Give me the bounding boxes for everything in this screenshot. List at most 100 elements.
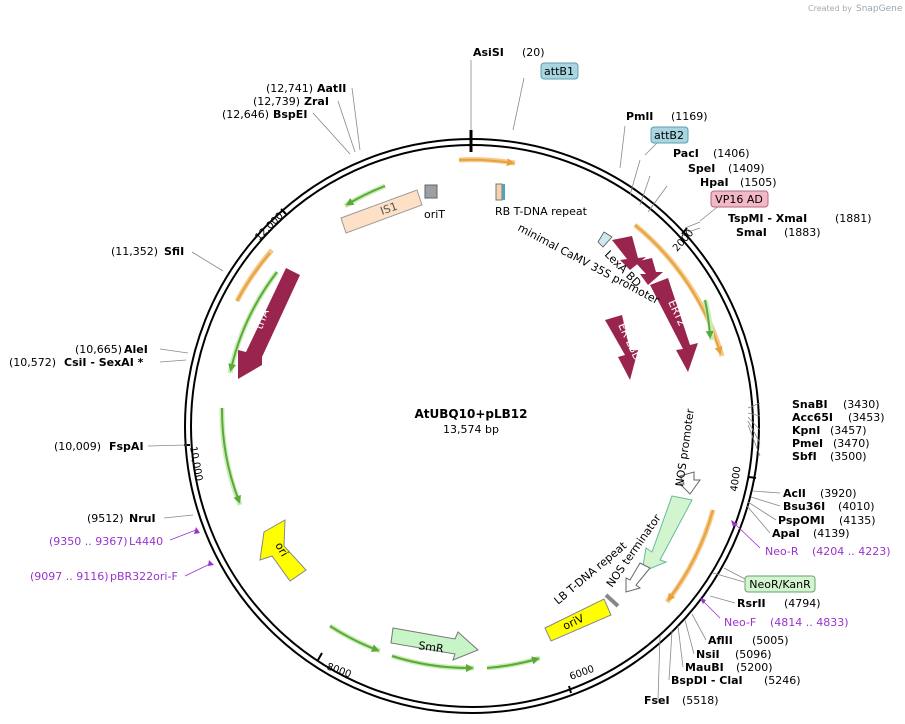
is1-feature <box>340 189 423 234</box>
svg-text:HpaI: HpaI <box>700 176 729 189</box>
primer-neo-r-marker <box>731 520 738 527</box>
primer-leader-lines <box>169 523 761 619</box>
site-kpni: KpnI (3457) <box>792 424 867 437</box>
ori-feature <box>259 519 307 582</box>
site-fsei: FseI (5518) <box>644 694 719 707</box>
site-paci: PacI (1406) <box>673 147 750 160</box>
neor-label: NeoR/KanR <box>749 578 811 591</box>
svg-text:(12,646): (12,646) <box>222 108 269 121</box>
rb-marker <box>495 183 503 201</box>
svg-text:PspOMI: PspOMI <box>778 514 825 527</box>
created-by-label: Created by <box>808 4 852 13</box>
svg-text:(3457): (3457) <box>830 424 867 437</box>
svg-text:(4139): (4139) <box>813 527 850 540</box>
site-rsrii: RsrII (4794) <box>737 597 821 610</box>
svg-text:(12,741): (12,741) <box>266 82 313 95</box>
tick-4000: 4000 <box>729 466 757 492</box>
svg-text:KpnI: KpnI <box>792 424 820 437</box>
attb1-label: attB1 <box>544 65 574 78</box>
svg-text:PacI: PacI <box>673 147 699 160</box>
site-pmli: PmlI (1169) <box>626 110 708 123</box>
site-nrui: (9512) NruI <box>87 512 156 525</box>
site-spei: SpeI (1409) <box>688 162 765 175</box>
svg-text:(5200): (5200) <box>736 661 773 674</box>
svg-text:PmeI: PmeI <box>792 437 823 450</box>
svg-text:(9097 .. 9116): (9097 .. 9116) <box>30 570 109 583</box>
svg-text:ZraI: ZraI <box>304 95 329 108</box>
feature-arc-left-lower <box>219 407 243 506</box>
svg-text:(4814 .. 4833): (4814 .. 4833) <box>770 616 849 629</box>
nos-promoter-arrow <box>678 471 701 495</box>
svg-text:AflII: AflII <box>708 634 733 647</box>
svg-text:FspAI: FspAI <box>109 440 144 453</box>
svg-text:(1169): (1169) <box>671 110 708 123</box>
svg-text:(3500): (3500) <box>830 450 867 463</box>
primer-labels: Neo-R (4204 .. 4223) Neo-F (4814 .. 4833… <box>30 535 891 629</box>
vp16-box: VP16 AD <box>710 190 769 208</box>
rb-label: RB T-DNA repeat <box>495 205 588 218</box>
primer-pbr322-marker <box>208 560 214 566</box>
svg-text:(10,009): (10,009) <box>54 440 101 453</box>
svg-text:CsiI - SexAI *: CsiI - SexAI * <box>64 356 144 369</box>
svg-text:(20): (20) <box>522 46 545 59</box>
svg-text:(1505): (1505) <box>740 176 777 189</box>
nos-terminator-arrow <box>625 562 651 593</box>
svg-text:(1406): (1406) <box>713 147 750 160</box>
site-asisi: AsiSI (20) <box>473 46 545 59</box>
orit-label: oriT <box>424 208 445 221</box>
svg-text:Neo-F: Neo-F <box>724 616 756 629</box>
smr-feature <box>390 627 479 661</box>
ori-label: ori <box>272 540 290 559</box>
site-sfii: (11,352) SfiI <box>111 245 184 258</box>
trfa-arrow <box>238 268 300 379</box>
svg-text:SbfI: SbfI <box>792 450 817 463</box>
svg-text:(4010): (4010) <box>838 500 875 513</box>
snapgene-logo: SnapGene <box>856 4 903 14</box>
attb2-label: attB2 <box>654 129 684 142</box>
svg-text:AatII: AatII <box>317 82 346 95</box>
svg-text:RsrII: RsrII <box>737 597 766 610</box>
svg-text:(5096): (5096) <box>735 648 772 661</box>
site-labels: AsiSI (20) PmlI (1169) PacI (1406) SpeI … <box>9 46 885 707</box>
site-nsii: NsiI (5096) <box>696 648 772 661</box>
svg-text:L4440: L4440 <box>129 535 163 548</box>
svg-text:(5518): (5518) <box>682 694 719 707</box>
site-bspei: (12,646) BspEI <box>222 108 307 121</box>
svg-text:(9512): (9512) <box>87 512 124 525</box>
site-smai: SmaI (1883) <box>736 226 821 239</box>
oriv-feature <box>544 598 612 642</box>
svg-text:(12,739): (12,739) <box>253 95 300 108</box>
svg-text:Acc65I: Acc65I <box>792 411 833 424</box>
svg-text:BspEI: BspEI <box>273 108 307 121</box>
svg-text:SpeI: SpeI <box>688 162 715 175</box>
site-pspomi: PspOMI (4135) <box>778 514 876 527</box>
svg-text:(4204 .. 4223): (4204 .. 4223) <box>812 545 891 558</box>
neo-cds-arrow <box>641 495 693 573</box>
svg-text:ApaI: ApaI <box>772 527 800 540</box>
site-acc65i: Acc65I (3453) <box>792 411 885 424</box>
svg-text:(3453): (3453) <box>848 411 885 424</box>
svg-text:(1881): (1881) <box>835 212 872 225</box>
primer-l4440: (9350 .. 9367) L4440 <box>49 535 163 548</box>
primer-pbr322ori-f: (9097 .. 9116) pBR322ori-F <box>30 570 178 583</box>
svg-text:(10,572): (10,572) <box>9 356 56 369</box>
svg-text:NsiI: NsiI <box>696 648 720 661</box>
site-sbfi: SbfI (3500) <box>792 450 867 463</box>
primer-l4440-marker <box>194 527 200 534</box>
svg-text:(3470): (3470) <box>833 437 870 450</box>
tick-8000: 8000 <box>317 652 353 681</box>
svg-text:SnaBI: SnaBI <box>792 398 828 411</box>
tick-label: 8000 <box>325 661 353 680</box>
site-maubi: MauBI (5200) <box>685 661 773 674</box>
primer-neo-f-marker <box>700 598 706 604</box>
svg-text:AleI: AleI <box>124 343 148 356</box>
svg-text:AclI: AclI <box>783 487 806 500</box>
svg-text:pBR322ori-F: pBR322ori-F <box>110 570 178 583</box>
attb2-box: attB2 <box>650 126 689 144</box>
tick-label: 12,000 <box>253 211 286 244</box>
vp16-label: VP16 AD <box>715 193 763 206</box>
site-bsu36i: Bsu36I (4010) <box>783 500 875 513</box>
attb1-box: attB1 <box>540 62 579 80</box>
tick-12000: 12,000 <box>253 208 287 244</box>
site-aatii: (12,741) AatII <box>266 82 346 95</box>
